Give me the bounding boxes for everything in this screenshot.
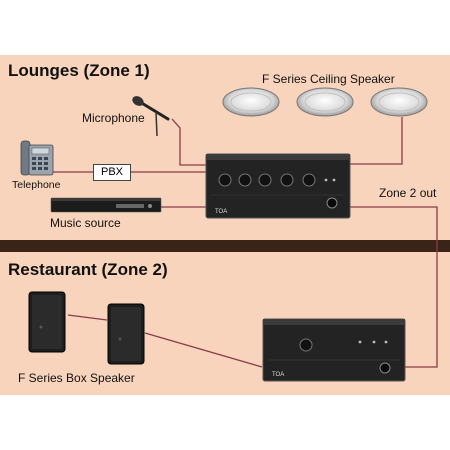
box-speaker-icon (28, 291, 66, 353)
wire-box-speaker-amp (144, 332, 263, 368)
box-speaker-label: F Series Box Speaker (18, 371, 135, 385)
pbx-box: PBX (93, 164, 131, 181)
wire-zone2-out (348, 206, 438, 368)
microphone-icon (132, 96, 170, 137)
zone2-out-label: Zone 2 out (379, 186, 437, 200)
amp-brand: TOA (272, 372, 284, 378)
ceiling-speaker-icon (222, 87, 280, 117)
zone2-title: Restaurant (Zone 2) (8, 260, 168, 279)
telephone-label: Telephone (12, 179, 61, 191)
zone-divider (0, 240, 450, 252)
ceiling-speaker-label: F Series Ceiling Speaker (262, 72, 395, 86)
box-speaker-icon (107, 303, 145, 365)
ceiling-speaker-icon (370, 87, 428, 117)
bottom-margin (0, 395, 450, 450)
mixer-brand: TOA (215, 209, 227, 215)
microphone-label: Microphone (82, 111, 145, 125)
music-source-label: Music source (50, 216, 121, 230)
zone1-title: Lounges (Zone 1) (8, 61, 150, 80)
ceiling-speaker-group (222, 87, 428, 117)
wire-box-speakers (67, 314, 108, 321)
mixer-amplifier-icon: TOA (205, 153, 351, 219)
wire-ceiling-speaker (350, 117, 403, 165)
telephone-icon (20, 140, 54, 176)
music-source-icon (50, 197, 162, 213)
wire-microphone (171, 118, 206, 166)
ceiling-speaker-icon (296, 87, 354, 117)
power-amplifier-icon: TOA (262, 318, 406, 382)
top-margin (0, 0, 450, 55)
